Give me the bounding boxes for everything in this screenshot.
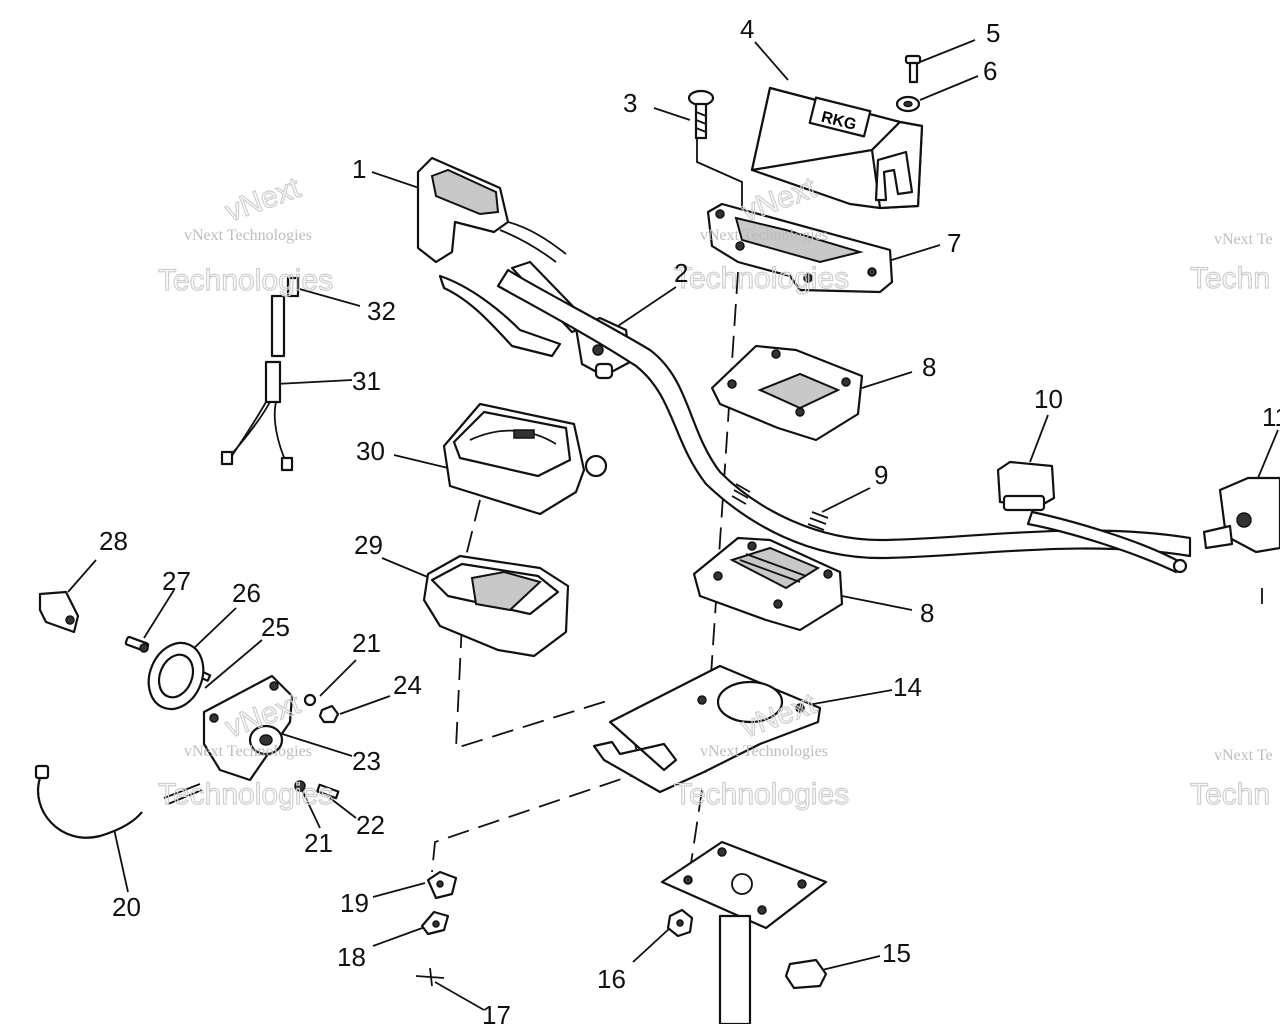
bezel-and-bulb (38, 590, 205, 711)
callout-8-upper: 8 (922, 352, 936, 382)
callout-10: 10 (1034, 384, 1063, 414)
watermark-text: Technologies (674, 262, 849, 295)
watermark-stamp: vNext (221, 171, 305, 228)
callout-11: 11 (1262, 402, 1280, 432)
watermark-text: Technologies (158, 778, 333, 811)
callout-21-lower: 21 (304, 828, 333, 858)
bolt (687, 89, 715, 140)
watermark-text: vNext Technologies (700, 227, 828, 244)
callout-9: 9 (874, 460, 888, 490)
steering-post (660, 840, 828, 1024)
callout-14: 14 (893, 672, 922, 702)
speedometer-housing (422, 554, 570, 658)
watermark-text: Techn (1190, 778, 1270, 811)
brake-lever (438, 260, 632, 380)
wire-harness (220, 276, 300, 472)
handlebar-cover: RKG (750, 86, 924, 210)
base-plate (706, 202, 894, 294)
watermarks: vNext Technologies Technologies vNext vN… (157, 171, 1273, 812)
throttle-assembly (996, 460, 1188, 574)
callout-15: 15 (882, 938, 911, 968)
handlebar (496, 268, 1192, 560)
watermark-text: Technologies (674, 778, 849, 811)
callout-18: 18 (337, 942, 366, 972)
leader-lines (67, 39, 1279, 1011)
callout-6: 6 (983, 56, 997, 86)
callout-17: 17 (482, 1000, 511, 1024)
callout-8-lower: 8 (920, 598, 934, 628)
callout-5: 5 (986, 18, 1000, 48)
callout-27: 27 (162, 566, 191, 596)
watermark-text: vNext Te (1214, 231, 1273, 248)
callout-7: 7 (947, 228, 961, 258)
callout-24: 24 (393, 670, 422, 700)
watermark-text: vNext Technologies (700, 743, 828, 760)
watermark-text: vNext Te (1214, 747, 1273, 764)
callout-19: 19 (340, 888, 369, 918)
callout-29: 29 (354, 530, 383, 560)
speedo-cable (34, 764, 143, 839)
callout-2: 2 (674, 258, 688, 288)
upper-clamp (710, 344, 864, 442)
watermark-text: vNext Technologies (184, 227, 312, 244)
callout-23: 23 (352, 746, 381, 776)
callout-31: 31 (352, 366, 381, 396)
speedometer (442, 402, 608, 516)
callout-16: 16 (597, 964, 626, 994)
callout-25: 25 (261, 612, 290, 642)
callout-32: 32 (367, 296, 396, 326)
callout-30: 30 (356, 436, 385, 466)
screw-and-washer (895, 54, 922, 113)
small-clips (415, 870, 458, 987)
callout-4: 4 (740, 14, 754, 44)
callout-labels: 1 2 3 4 5 6 7 8 8 9 10 11 14 15 16 17 18… (99, 14, 1280, 1024)
watermark-text: Techn (1190, 262, 1270, 295)
master-cylinder (416, 156, 567, 264)
mounting-plate (592, 664, 822, 794)
callout-21-upper: 21 (352, 628, 381, 658)
callout-26: 26 (232, 578, 261, 608)
callout-1: 1 (352, 154, 366, 184)
lower-clamp (692, 536, 844, 632)
watermark-text: Technologies (158, 264, 333, 297)
callout-20: 20 (112, 892, 141, 922)
callout-3: 3 (623, 88, 637, 118)
watermark-text: vNext Technologies (184, 743, 312, 760)
callout-28: 28 (99, 526, 128, 556)
right-switch (1202, 476, 1280, 604)
callout-22: 22 (356, 810, 385, 840)
